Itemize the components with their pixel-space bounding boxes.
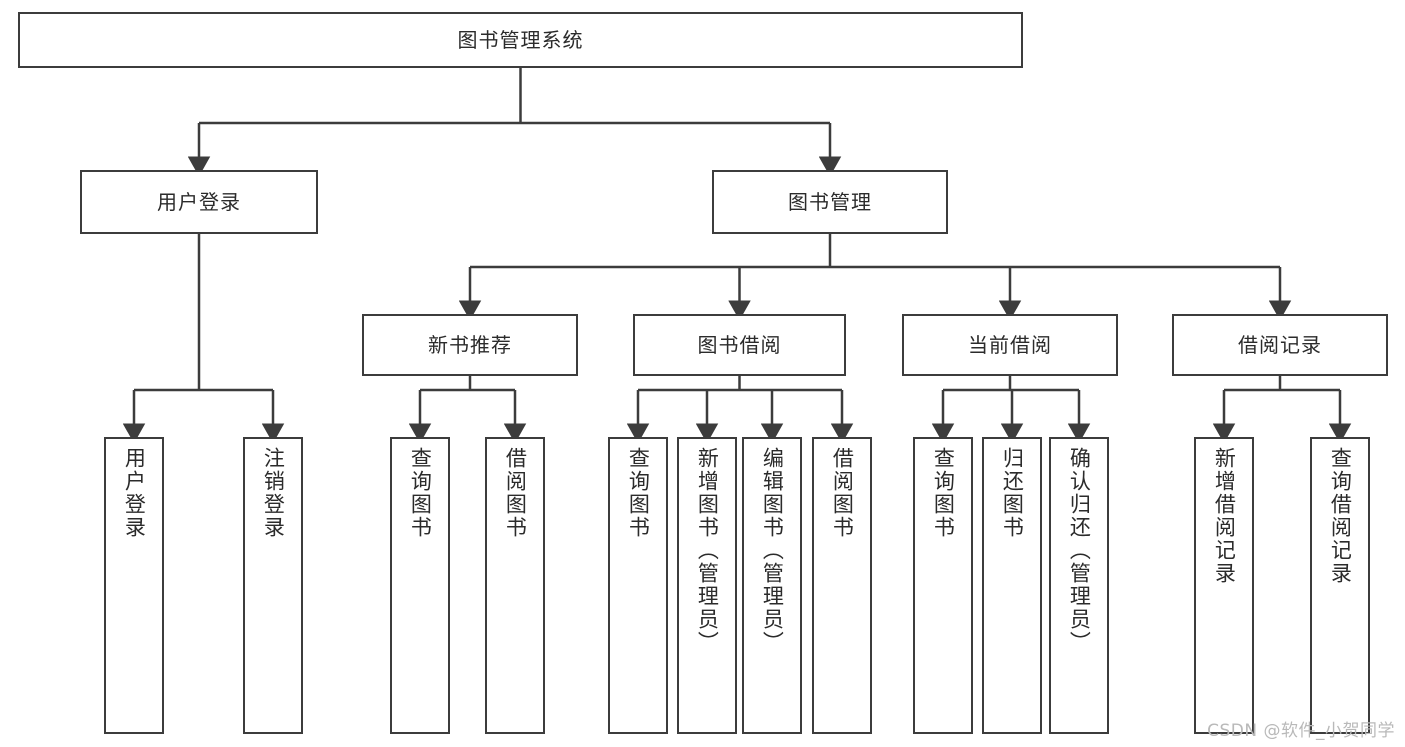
node-leaf-user-login[interactable]: 用户登录 <box>104 437 164 734</box>
node-leaf-query-borrow-record[interactable]: 查询借阅记录 <box>1310 437 1370 734</box>
node-leaf-query-borrow-record-label: 查询借阅记录 <box>1328 447 1353 585</box>
node-root-label: 图书管理系统 <box>457 27 584 52</box>
node-borrow-record[interactable]: 借阅记录 <box>1172 314 1388 376</box>
node-leaf-borrow-book[interactable]: 借阅图书 <box>812 437 872 734</box>
node-leaf-confirm-return-label: 确认归还（管理员） <box>1067 447 1092 654</box>
node-leaf-current-query-book-label: 查询图书 <box>931 447 956 539</box>
node-book-manage[interactable]: 图书管理 <box>712 170 948 234</box>
node-leaf-add-book[interactable]: 新增图书（管理员） <box>677 437 737 734</box>
node-borrow-record-label: 借阅记录 <box>1238 332 1322 357</box>
node-leaf-recommend-borrow-book-label: 借阅图书 <box>503 447 528 539</box>
node-leaf-add-borrow-record[interactable]: 新增借阅记录 <box>1194 437 1254 734</box>
node-leaf-return-book[interactable]: 归还图书 <box>982 437 1042 734</box>
node-user-login[interactable]: 用户登录 <box>80 170 318 234</box>
csdn-watermark: CSDN @软件_小贺同学 <box>1207 721 1395 741</box>
node-book-borrow-label: 图书借阅 <box>697 332 782 357</box>
node-current-borrow-label: 当前借阅 <box>968 332 1052 357</box>
node-book-manage-label: 图书管理 <box>788 189 872 214</box>
node-leaf-current-query-book[interactable]: 查询图书 <box>913 437 973 734</box>
node-leaf-add-borrow-record-label: 新增借阅记录 <box>1212 447 1237 585</box>
edge-layer <box>122 68 1352 444</box>
node-leaf-logout-label: 注销登录 <box>261 447 286 539</box>
node-leaf-confirm-return[interactable]: 确认归还（管理员） <box>1049 437 1109 734</box>
node-leaf-recommend-borrow-book[interactable]: 借阅图书 <box>485 437 545 734</box>
node-user-login-label: 用户登录 <box>157 189 241 214</box>
node-leaf-user-login-label: 用户登录 <box>122 447 147 539</box>
node-leaf-recommend-query-book-label: 查询图书 <box>408 447 433 539</box>
node-leaf-edit-book[interactable]: 编辑图书（管理员） <box>742 437 802 734</box>
node-leaf-return-book-label: 归还图书 <box>1000 447 1025 539</box>
node-leaf-borrow-book-label: 借阅图书 <box>830 447 855 539</box>
node-leaf-edit-book-label: 编辑图书（管理员） <box>760 447 785 654</box>
node-leaf-borrow-query-book-label: 查询图书 <box>626 447 651 539</box>
node-new-book-recommend[interactable]: 新书推荐 <box>362 314 578 376</box>
node-leaf-add-book-label: 新增图书（管理员） <box>695 447 720 654</box>
node-leaf-logout[interactable]: 注销登录 <box>243 437 303 734</box>
node-leaf-recommend-query-book[interactable]: 查询图书 <box>390 437 450 734</box>
node-current-borrow[interactable]: 当前借阅 <box>902 314 1118 376</box>
node-leaf-borrow-query-book[interactable]: 查询图书 <box>608 437 668 734</box>
node-book-borrow[interactable]: 图书借阅 <box>633 314 846 376</box>
node-new-book-recommend-label: 新书推荐 <box>428 332 512 357</box>
node-root[interactable]: 图书管理系统 <box>18 12 1023 68</box>
